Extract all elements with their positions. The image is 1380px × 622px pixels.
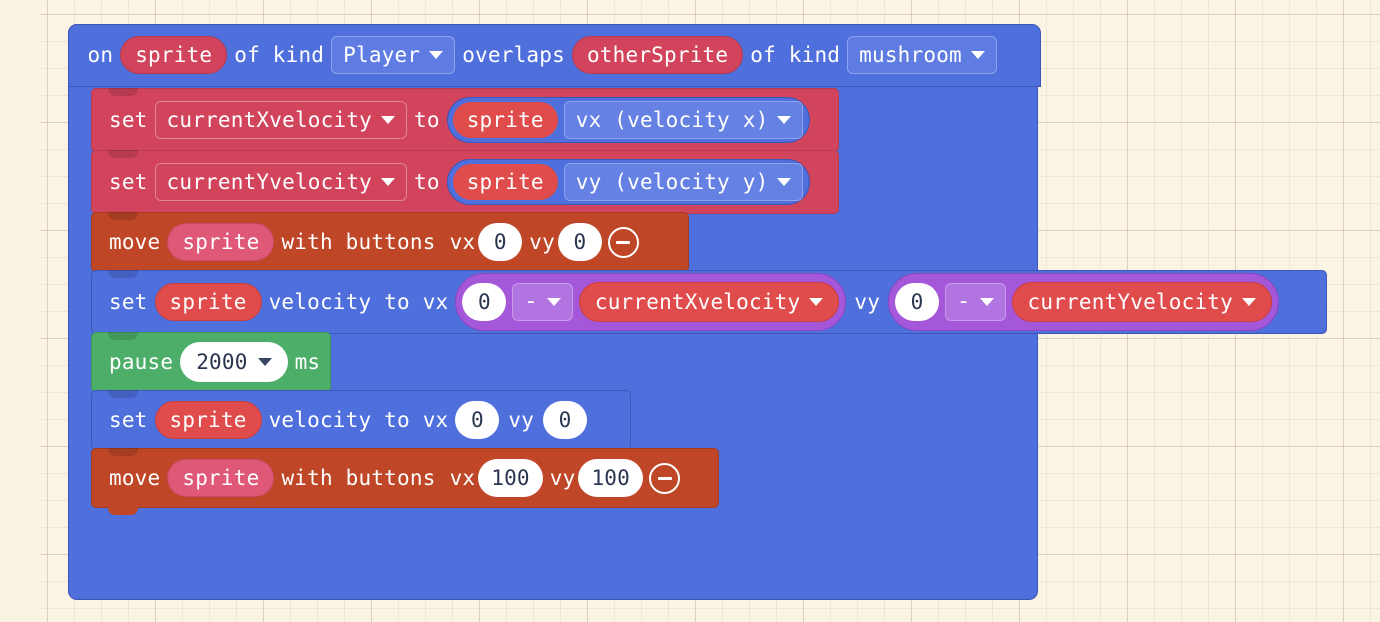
of-kind-label-1: of kind [234,43,325,67]
event-othersprite-variable[interactable]: otherSprite [571,36,744,74]
operator-dropdown-vy[interactable]: - [945,283,1006,321]
with-buttons-label: with buttons [281,466,436,490]
property-dropdown-vx-value: vx (velocity x) [575,108,769,132]
operator-dropdown-vx-value: - [524,289,538,314]
vy-label: vy [549,466,576,490]
sprite-variable[interactable]: sprite [167,223,275,261]
vx-number-input[interactable]: 0 [455,401,500,439]
chevron-down-icon [979,298,994,306]
chevron-down-icon [546,298,561,306]
with-buttons-label: with buttons [281,230,436,254]
sprite-variable[interactable]: sprite [451,163,559,201]
operator-dropdown-vy-value: - [957,289,971,314]
of-kind-label-2: of kind [750,43,841,67]
vy-label: vy [529,230,555,254]
pause-duration-dropdown[interactable]: 2000 [180,342,288,382]
workspace-left-margin [0,0,41,622]
event-block-on-overlaps[interactable]: on sprite of kind Player overlaps otherS… [67,23,1327,600]
set-label: set [109,408,148,432]
block-move-with-buttons-hundred[interactable]: move sprite with buttons vx 100 vy 100 [91,448,719,515]
velocity-label: velocity to vx [268,290,449,314]
vy-number-input[interactable]: 100 [578,459,643,497]
event-block-header[interactable]: on sprite of kind Player overlaps otherS… [67,23,1041,87]
math-subtract-reporter-vx[interactable]: 0 - currentXvelocity [455,273,847,331]
block-pause[interactable]: pause 2000 ms [91,332,331,399]
vy-label: vy [854,290,881,314]
set-label: set [109,290,148,314]
variable-dropdown-currentXvelocity-value: currentXvelocity [166,108,373,132]
block-set-currentYvelocity[interactable]: set currentYvelocity to sprite vy (veloc… [91,150,839,221]
to-label: to [414,170,440,194]
statement-stack: set currentXvelocity to sprite vx (veloc… [91,88,1327,515]
property-dropdown-vy[interactable]: vy (velocity y) [563,163,804,201]
ms-label: ms [294,350,321,374]
block-move-with-buttons-zero[interactable]: move sprite with buttons vx 0 vy 0 [91,212,689,279]
sprite-variable[interactable]: sprite [154,283,262,321]
vx-label: vx [449,466,476,490]
chevron-down-icon [381,178,396,186]
kind-dropdown-player-value: Player [343,43,421,67]
event-sprite-variable[interactable]: sprite [120,36,228,74]
chevron-down-icon [381,116,396,124]
block-set-currentXvelocity[interactable]: set currentXvelocity to sprite vx (veloc… [91,88,839,159]
kind-dropdown-mushroom[interactable]: mushroom [847,36,997,74]
chevron-down-icon [429,51,444,59]
vy-number-input[interactable]: 0 [543,401,588,439]
kind-dropdown-player[interactable]: Player [331,36,456,74]
minus-circle-icon[interactable] [649,462,680,494]
variable-dropdown-currentYvelocity-operand[interactable]: currentYvelocity [1011,282,1272,322]
pause-duration-value: 2000 [196,350,248,374]
variable-dropdown-currentXvelocity[interactable]: currentXvelocity [154,101,408,139]
vx-operand-left-input[interactable]: 0 [462,283,507,321]
variable-dropdown-currentYvelocity-value: currentYvelocity [166,170,373,194]
chevron-down-icon [1242,298,1256,306]
sprite-variable[interactable]: sprite [154,401,262,439]
block-set-velocity-negated[interactable]: set sprite velocity to vx 0 - currentXve… [91,270,1327,341]
pause-label: pause [109,350,174,374]
minus-circle-icon[interactable] [607,226,639,258]
variable-dropdown-currentXvelocity-operand-value: currentXvelocity [594,290,801,314]
set-label: set [109,108,148,132]
sprite-variable[interactable]: sprite [167,459,275,497]
property-dropdown-vy-value: vy (velocity y) [575,170,769,194]
overlaps-label: overlaps [462,43,565,67]
chevron-down-icon [970,51,985,59]
variable-dropdown-currentYvelocity-operand-value: currentYvelocity [1027,290,1233,314]
kind-dropdown-mushroom-value: mushroom [859,43,962,67]
chevron-down-icon [777,178,792,186]
variable-dropdown-currentXvelocity-operand[interactable]: currentXvelocity [578,282,840,322]
to-label: to [414,108,440,132]
velocity-label: velocity to vx [268,408,449,432]
operator-dropdown-vx[interactable]: - [512,283,573,321]
vy-number-input[interactable]: 0 [557,223,602,261]
sprite-property-reporter-vx[interactable]: sprite vx (velocity x) [446,97,811,143]
sprite-property-reporter-vy[interactable]: sprite vy (velocity y) [446,159,811,205]
math-subtract-reporter-vy[interactable]: 0 - currentYvelocity [888,273,1279,331]
set-label: set [109,170,148,194]
block-set-velocity-zero[interactable]: set sprite velocity to vx 0 vy 0 [91,390,631,457]
vy-label: vy [508,408,535,432]
vx-number-input[interactable]: 100 [478,459,543,497]
vx-label: vx [449,230,476,254]
move-label: move [109,230,161,254]
chevron-down-icon [777,116,792,124]
sprite-variable[interactable]: sprite [451,101,559,139]
chevron-down-icon [257,358,272,366]
property-dropdown-vx[interactable]: vx (velocity x) [563,101,804,139]
chevron-down-icon [809,298,824,306]
vx-number-input[interactable]: 0 [478,223,523,261]
move-label: move [109,466,161,490]
vy-operand-left-input[interactable]: 0 [895,283,940,321]
on-label: on [87,43,114,67]
variable-dropdown-currentYvelocity[interactable]: currentYvelocity [154,163,408,201]
